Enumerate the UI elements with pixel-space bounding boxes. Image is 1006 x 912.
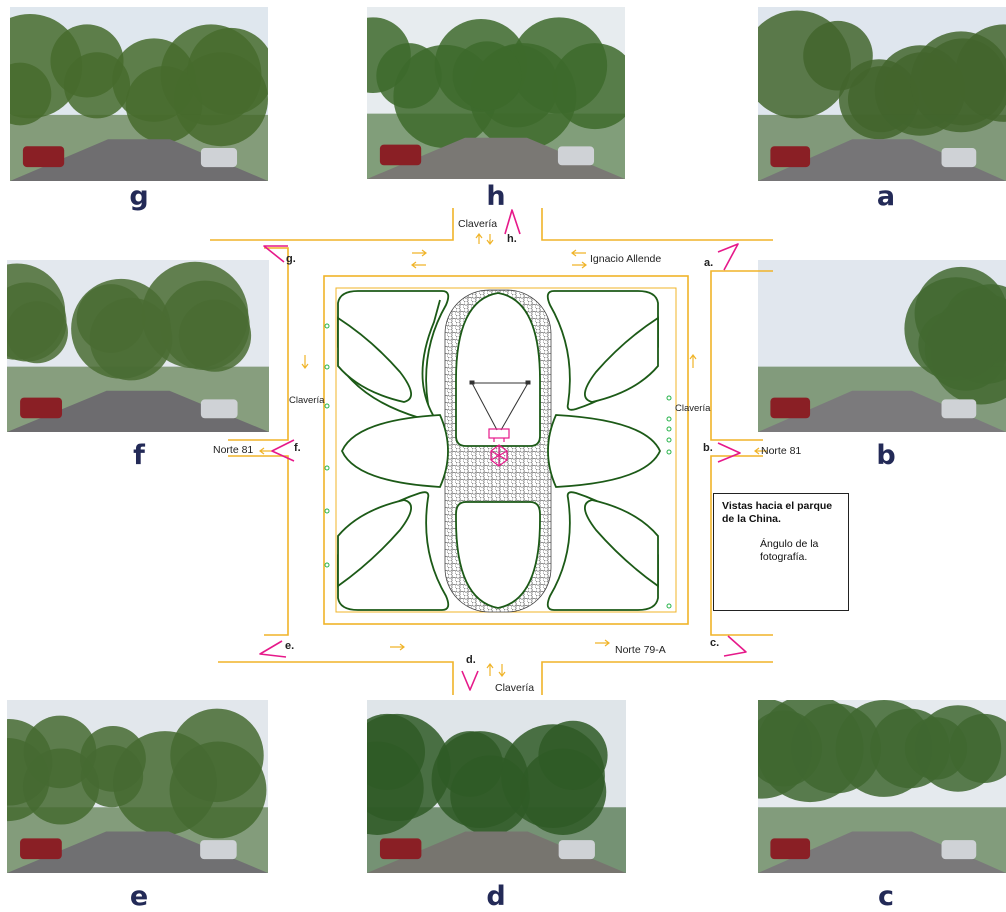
view-marker-b (718, 443, 740, 462)
street-label-bottom: Clavería (495, 682, 534, 694)
bed-right-leaf (548, 415, 660, 487)
legend-box: Vistas hacia el parque de la China. Ángu… (713, 493, 849, 611)
street-edge-bottom-left (218, 662, 453, 695)
street-label-bottom-right: Norte 79-A (615, 644, 666, 656)
street-edge-top-left (210, 208, 453, 240)
arrow-top-left (412, 262, 426, 268)
view-letter-c: c. (710, 637, 719, 649)
arrow-down-1 (487, 234, 493, 244)
arrow-down-2 (499, 664, 505, 676)
view-marker-f (272, 440, 294, 461)
arrow-up-2 (487, 664, 493, 676)
arrow-bottom-right (390, 644, 404, 650)
street-edge-left-bottom (228, 456, 288, 635)
arrow-top-right-2 (572, 262, 586, 268)
view-marker-h (505, 210, 520, 234)
arrow-bottom-right-2 (595, 640, 609, 646)
street-label-right: Clavería (675, 403, 710, 415)
street-label-top-right: Ignacio Allende (590, 253, 661, 265)
arrow-up-1 (476, 234, 482, 244)
view-letter-a: a. (704, 257, 713, 269)
view-letter-g: g. (286, 253, 296, 265)
arrow-top-right (412, 250, 426, 256)
view-marker-a (718, 244, 738, 270)
arrow-top-left-2 (572, 250, 586, 256)
legend-title: Vistas hacia el parque de la China. (722, 500, 846, 526)
view-letter-b: b. (703, 442, 713, 454)
view-marker-d (462, 671, 478, 690)
street-label-top: Clavería (458, 218, 497, 230)
view-letter-d: d. (466, 654, 476, 666)
street-label-left-bottom: Norte 81 (213, 444, 253, 456)
bed-center-top (456, 293, 540, 446)
legend-key-text: Ángulo de la fotografía. (760, 538, 846, 564)
arrow-norte81-left (260, 448, 272, 454)
bed-left-leaf (342, 415, 448, 487)
street-edge-top-right (542, 208, 773, 240)
street-label-left: Clavería (289, 395, 324, 407)
street-edge-bottom-right (542, 662, 773, 695)
view-marker-c (724, 636, 746, 656)
street-label-right-bottom: Norte 81 (761, 445, 801, 457)
view-letter-h: h. (507, 233, 517, 245)
view-marker-e (260, 641, 286, 657)
arrow-right-up (690, 355, 696, 368)
street-edge-right-top (711, 271, 773, 440)
arrow-left-down (302, 355, 308, 368)
street-edge-left-top (228, 248, 288, 440)
view-letter-e: e. (285, 640, 294, 652)
view-letter-f: f. (294, 442, 301, 454)
